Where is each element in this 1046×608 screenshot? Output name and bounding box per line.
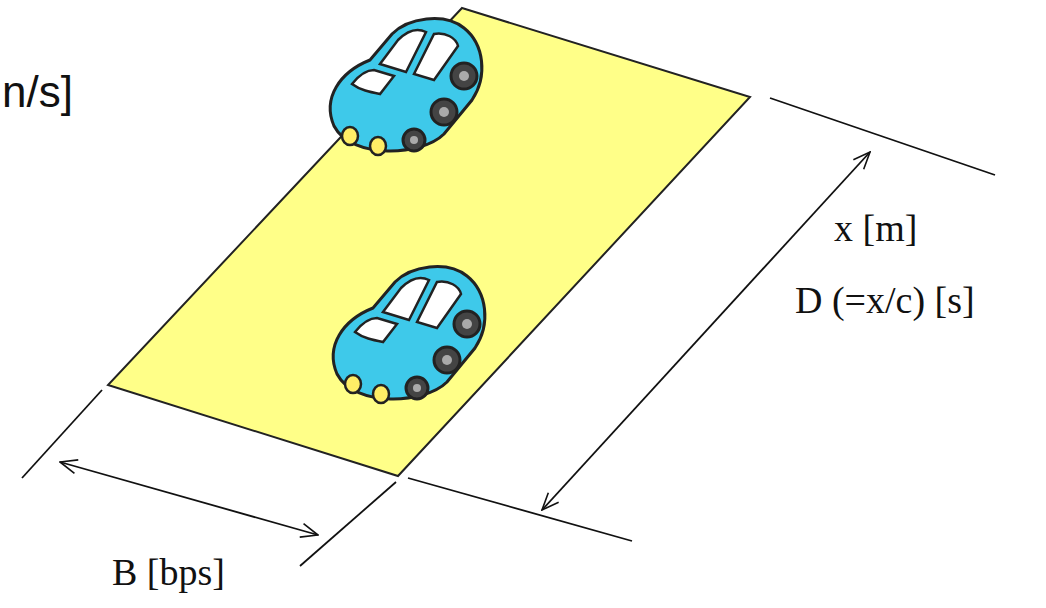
car [330,19,482,155]
dimension-arrow [542,152,870,510]
extension-line [300,482,396,566]
dimension-label: B [bps] [112,552,225,594]
extension-line [408,478,632,541]
unit-label: n/s] [2,68,73,116]
dimension-arrow [60,462,318,535]
extension-line [22,390,102,478]
dimension-label: x [m] [834,208,917,250]
car [333,267,485,403]
dimension-label: D (=x/c) [s] [795,280,975,322]
extension-line [770,98,995,175]
road [108,8,750,476]
